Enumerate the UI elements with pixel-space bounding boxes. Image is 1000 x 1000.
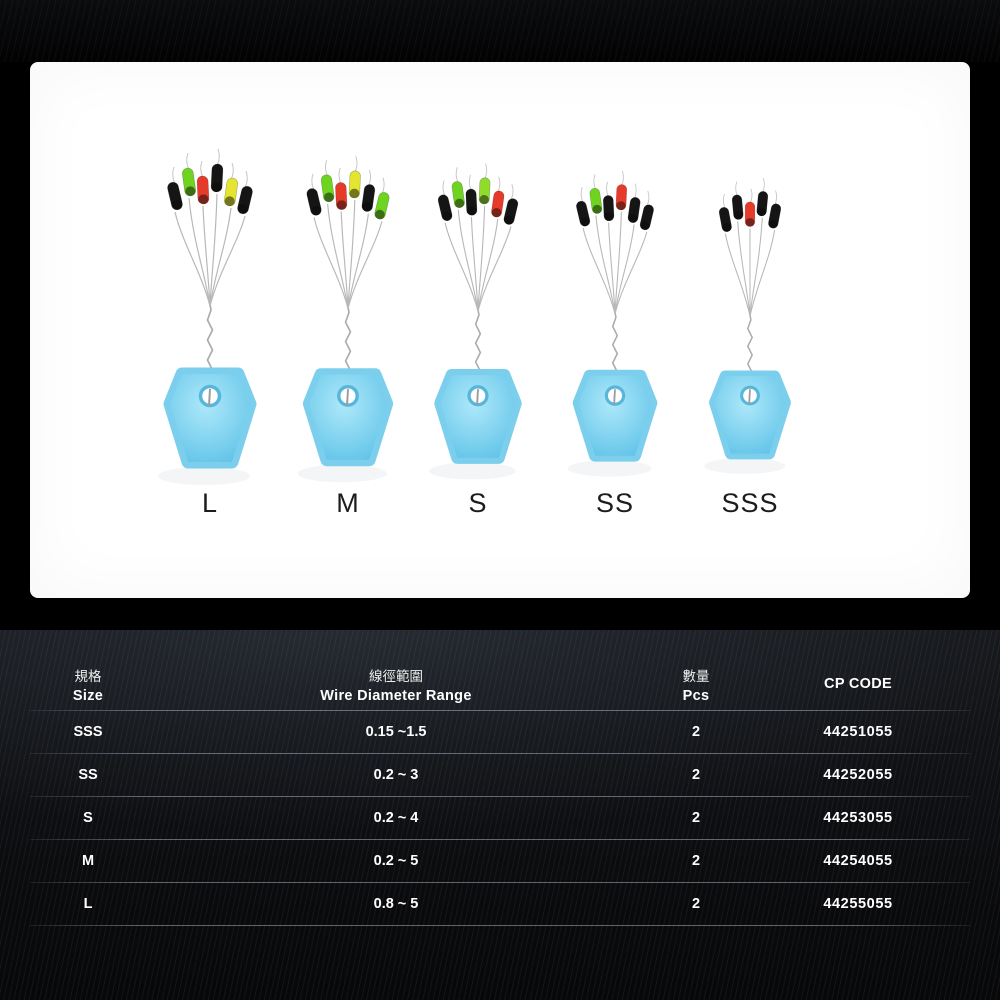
cell-size: SSS (73, 724, 103, 740)
divider (30, 925, 970, 926)
header-range-en: Wire Diameter Range (320, 687, 472, 704)
header-cp-code-label: CP CODE (824, 676, 892, 692)
cell-range: 0.2 ~ 5 (373, 853, 419, 869)
product-photo-panel: L M S SS SSS (30, 62, 970, 598)
header-size-zh: 規格 (74, 668, 102, 684)
cell-code: 44255055 (823, 896, 893, 912)
size-label-ss: SS (595, 488, 635, 518)
table-row: S 0.2 ~ 4 2 44253055 (30, 797, 970, 839)
divider (30, 839, 970, 840)
cell-size: M (81, 853, 95, 869)
header-pcs-zh: 數量 (682, 668, 710, 684)
product-photo-svg (158, 148, 791, 485)
header-range: 線徑範圍 Wire Diameter Range (146, 658, 646, 710)
cell-code: 44254055 (823, 853, 893, 869)
cell-pcs: 2 (691, 896, 701, 912)
divider (30, 796, 970, 797)
cell-code: 44251055 (823, 724, 893, 740)
spec-metal-band: 規格 Size 線徑範圍 Wire Diameter Range 數量 Pcs … (0, 630, 1000, 1000)
divider (30, 753, 970, 754)
header-range-zh: 線徑範圍 (369, 668, 423, 684)
cell-range: 0.2 ~ 4 (373, 810, 419, 826)
cell-size: L (83, 896, 93, 912)
table-row: SS 0.2 ~ 3 2 44252055 (30, 754, 970, 796)
mid-gap (0, 598, 1000, 630)
cell-range: 0.2 ~ 3 (373, 767, 419, 783)
cell-pcs: 2 (691, 767, 701, 783)
header-pcs: 數量 Pcs (646, 658, 746, 710)
stoppers-group (158, 148, 791, 485)
cell-range: 0.15 ~1.5 (365, 724, 427, 740)
cell-code: 44253055 (823, 810, 893, 826)
stopper-sss (704, 178, 791, 474)
header-cp-code: CP CODE (746, 658, 970, 710)
stopper-l (158, 148, 257, 485)
top-metal-band (0, 0, 1000, 62)
cell-range: 0.8 ~ 5 (373, 896, 419, 912)
header-pcs-en: Pcs (682, 687, 710, 704)
cell-pcs: 2 (691, 810, 701, 826)
stopper-ss (567, 170, 658, 477)
cell-code: 44252055 (823, 767, 893, 783)
table-row: SSS 0.15 ~1.5 2 44251055 (30, 711, 970, 753)
divider (30, 710, 970, 711)
size-label-m: M (336, 488, 360, 518)
table-row: L 0.8 ~ 5 2 44255055 (30, 883, 970, 925)
stopper-s (429, 163, 522, 480)
size-label-l: L (201, 488, 219, 518)
cell-size: SS (78, 767, 98, 783)
cell-pcs: 2 (691, 853, 701, 869)
header-size-en: Size (72, 687, 104, 704)
stopper-m (297, 156, 394, 483)
header-size: 規格 Size (30, 658, 146, 710)
divider (30, 882, 970, 883)
cell-pcs: 2 (691, 724, 701, 740)
cell-size: S (83, 810, 93, 826)
size-label-s: S (468, 488, 488, 518)
table-row: M 0.2 ~ 5 2 44254055 (30, 840, 970, 882)
table-header-row: 規格 Size 線徑範圍 Wire Diameter Range 數量 Pcs … (30, 658, 970, 710)
size-label-sss: SSS (721, 488, 779, 518)
spec-table: 規格 Size 線徑範圍 Wire Diameter Range 數量 Pcs … (30, 658, 970, 926)
